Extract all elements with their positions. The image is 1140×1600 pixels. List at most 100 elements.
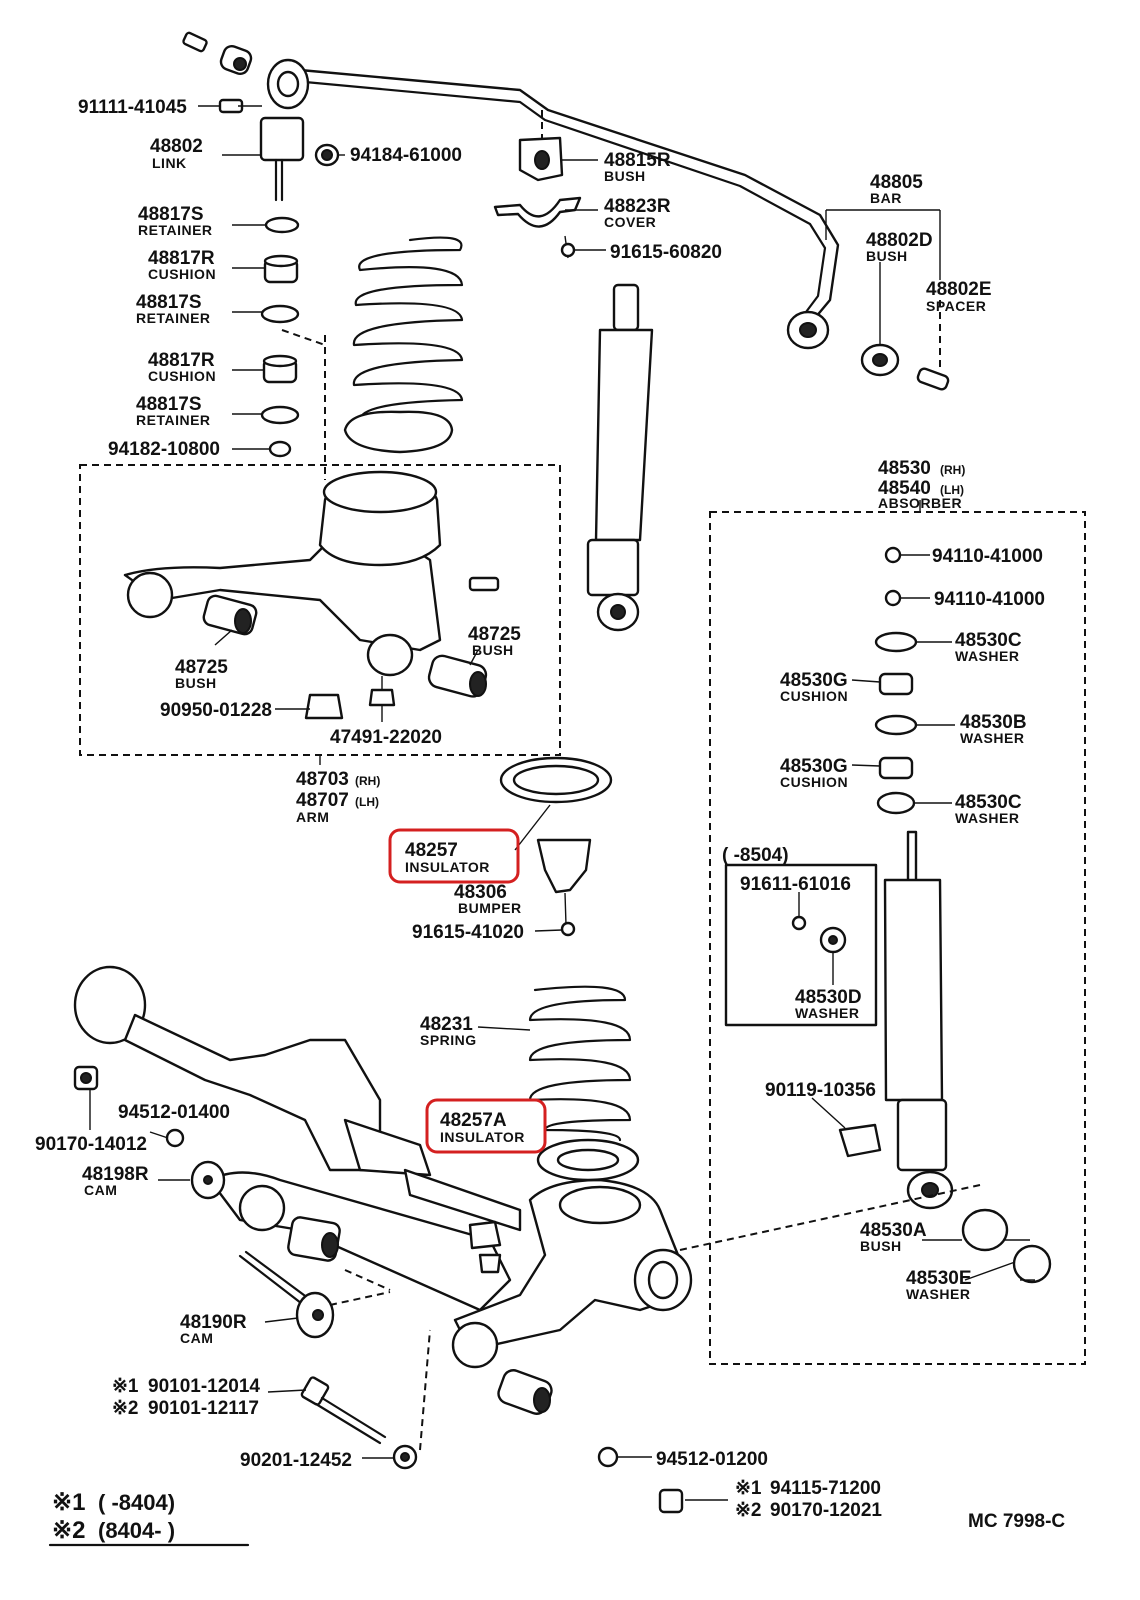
lower-left-hardware [73,1065,684,1514]
part-name-cushion-a: CUSHION [148,266,216,282]
part-number-48530: 48530 [878,458,931,479]
part-name-cam-48198r: CAM [84,1182,117,1198]
legend-range-2: (8404- ) [98,1518,175,1543]
mark-1-a: ※1 [112,1376,139,1397]
part-number-48530g-a: 48530G [780,670,848,691]
spacer-48802e [860,300,950,391]
rh-label-a: (RH) [355,774,380,788]
part-number-48802d: 48802D [866,230,933,251]
part-number-94110-41000-a: 94110-41000 [932,546,1043,567]
part-number-48823r: 48823R [604,196,671,217]
part-number-48817s-a: 48817S [138,204,204,225]
range-label-8504: ( -8504) [722,845,789,866]
part-number-48306: 48306 [454,882,507,903]
legend-mark-2: ※2 [52,1517,85,1544]
part-number-48530e: 48530E [906,1268,972,1289]
part-name-washer-c-a: WASHER [955,648,1019,664]
part-name-link: LINK [152,155,187,171]
lh-label-a: (LH) [355,795,379,809]
part-name-arm: ARM [296,809,329,825]
part-number-94512-01400: 94512-01400 [118,1102,230,1123]
part-name-bumper: BUMPER [458,900,522,916]
part-number-48707: 48707 [296,790,349,811]
part-number-94182-10800: 94182-10800 [108,439,220,460]
absorber-exploded-box [709,500,1086,1365]
part-number-48530a: 48530A [860,1220,927,1241]
part-name-absorber: ABSORBER [878,495,962,511]
part-number-48802: 48802 [150,136,203,157]
part-labels: 91111-41045 48802 LINK 94184-61000 48817… [35,97,1045,1521]
part-number-94110-41000-b: 94110-41000 [934,589,1045,610]
part-number-48817r-a: 48817R [148,248,215,269]
part-name-retainer-a: RETAINER [138,222,213,238]
part-number-90170-12021: 90170-12021 [770,1500,882,1521]
rear-axle-housing [73,965,522,1232]
part-number-48530c-a: 48530C [955,630,1022,651]
stabilizer-bar [266,58,840,350]
part-name-cushion-g-a: CUSHION [780,688,848,704]
part-number-90201-12452: 90201-12452 [240,1450,352,1471]
part-number-94512-01200: 94512-01200 [656,1449,768,1470]
lower-coil-spring [528,985,640,1182]
part-number-90119-10356: 90119-10356 [765,1080,876,1101]
part-name-washer-b: WASHER [960,730,1024,746]
part-name-cover: COVER [604,214,656,230]
part-name-spacer: SPACER [926,298,986,314]
part-number-48815r: 48815R [604,150,671,171]
rh-label-b: (RH) [940,463,965,477]
part-number-94115-71200: 94115-71200 [770,1478,881,1499]
legend-range-1: ( -8404) [98,1490,175,1515]
part-name-bush-48530a: BUSH [860,1238,902,1254]
part-number-48805: 48805 [870,172,923,193]
part-name-insulator-48257: INSULATOR [405,859,490,875]
mark-2-b: ※2 [735,1500,762,1521]
part-number-94184-61000: 94184-61000 [350,145,462,166]
part-name-bush-48815r: BUSH [604,168,646,184]
part-name-bush-48725-left: BUSH [175,675,217,691]
mark-1-b: ※1 [735,1478,762,1499]
part-number-48802e: 48802E [926,279,992,300]
highlight-48257 [388,828,520,884]
stabilizer-link [218,98,340,202]
part-name-bush-48725-right: BUSH [472,642,514,658]
part-number-48540: 48540 [878,478,931,499]
part-name-insulator-48257a: INSULATOR [440,1129,525,1145]
part-name-washer-e: WASHER [906,1286,970,1302]
part-number-48817r-b: 48817R [148,350,215,371]
insulator-and-bumper [499,756,613,937]
part-number-48530b: 48530B [960,712,1027,733]
part-name-bush-48802d: BUSH [866,248,908,264]
part-number-90101-12117: 90101-12117 [148,1398,259,1419]
part-name-bar: BAR [870,190,902,206]
part-number-48530d: 48530D [795,987,862,1008]
part-number-48530c-b: 48530C [955,792,1022,813]
footnote-legend: ※1 ( -8404) ※2 (8404- ) [48,1489,250,1547]
part-name-cam-48190r: CAM [180,1330,213,1346]
part-name-washer-c-b: WASHER [955,810,1019,826]
mark-2-a: ※2 [112,1398,139,1419]
retainer-cushion-stack [260,216,326,480]
part-number-90950-01228: 90950-01228 [160,700,272,721]
part-number-48257: 48257 [405,840,458,861]
bar-bracket-lines [825,209,941,345]
part-name-spring: SPRING [420,1032,477,1048]
part-number-48725-right: 48725 [468,624,521,645]
part-number-48198r: 48198R [82,1164,149,1185]
part-number-90101-12014: 90101-12014 [148,1376,260,1397]
part-number-47491-22020: 47491-22020 [330,727,442,748]
highlight-48257a [425,1098,547,1154]
stabilizer-bush-and-cover [493,110,582,259]
part-number-48817s-b: 48817S [136,292,202,313]
part-number-48703: 48703 [296,769,349,790]
part-number-91111-41045: 91111-41045 [78,97,187,118]
part-number-48530g-b: 48530G [780,756,848,777]
part-number-90170-14012: 90170-14012 [35,1134,147,1155]
part-name-cushion-g-b: CUSHION [780,774,848,790]
part-name-retainer-c: RETAINER [136,412,211,428]
bar-end-bolt-group [182,31,253,76]
part-name-cushion-b: CUSHION [148,368,216,384]
part-number-48190r: 48190R [180,1312,247,1333]
part-number-91615-41020: 91615-41020 [412,922,524,943]
diagram-code: MC 7998-C [968,1511,1065,1532]
